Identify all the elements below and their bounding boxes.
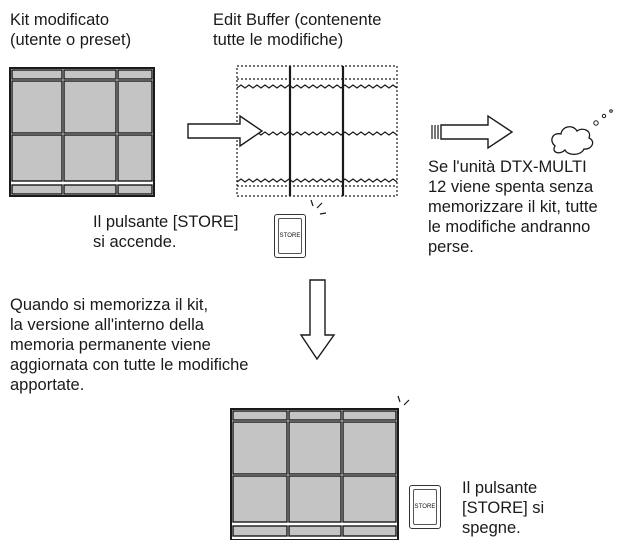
down-arrow-icon <box>299 279 336 361</box>
store-button-off[interactable]: STORE <box>409 485 441 529</box>
light-rays-icon <box>397 395 410 406</box>
power-off-arrow-icon <box>431 114 514 150</box>
store-button-label: STORE <box>278 218 302 254</box>
store-off-caption: Il pulsante [STORE] si spegne. <box>462 479 545 537</box>
edit-buffer-grid <box>236 65 398 197</box>
edit-buffer-label: Edit Buffer (contenente tutte le modific… <box>213 11 382 49</box>
light-rays-icon <box>310 199 327 215</box>
power-off-warning: Se l'unità DTX-MULTI 12 viene spenta sen… <box>428 158 598 256</box>
kit-modified-label: Kit modificato (utente o preset) <box>10 11 132 49</box>
store-button-lit[interactable]: STORE <box>274 214 306 258</box>
kit-modified-grid <box>9 67 155 197</box>
thought-bubble-icon <box>551 109 613 156</box>
permanent-memory-grid <box>230 408 399 540</box>
store-explanation: Quando si memorizza il kit, la versione … <box>10 296 249 394</box>
store-button-label: STORE <box>413 489 437 525</box>
store-lights-caption: Il pulsante [STORE] si accende. <box>93 213 239 251</box>
right-arrow-icon <box>187 114 264 148</box>
